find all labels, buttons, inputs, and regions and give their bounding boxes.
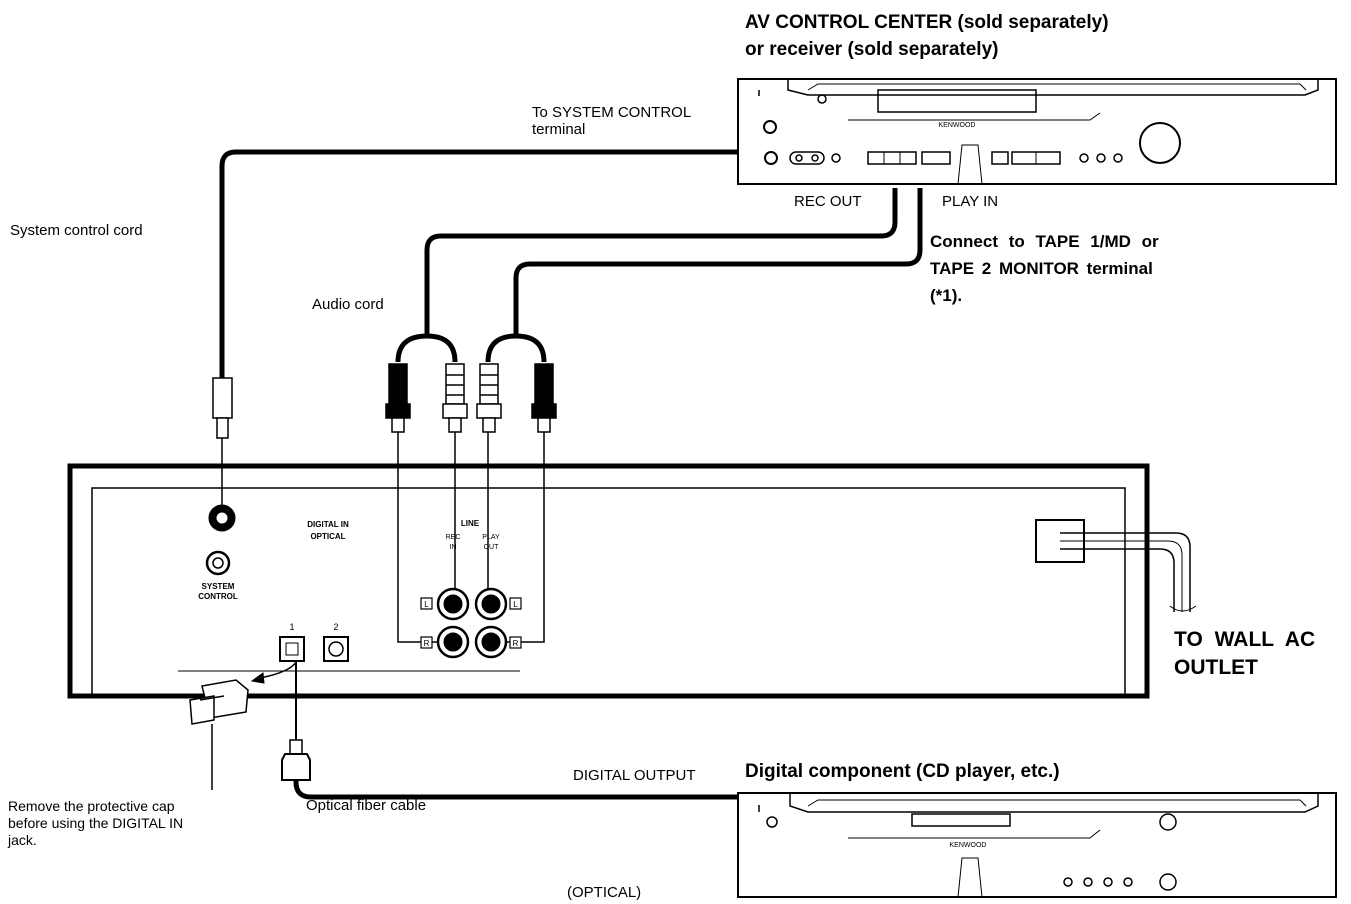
panel-jack-2: 2 [333,622,338,632]
connect-note-line1: Connect to TAPE 1/MD or [930,232,1159,251]
digital-output-label: DIGITAL OUTPUT [573,767,696,784]
protective-cap [189,679,249,790]
rca-plug-play-right [531,363,557,433]
av-receiver-unit [737,78,1337,185]
remove-cap-line2: before using the DIGITAL IN [8,815,184,831]
to-system-control-label-2: terminal [532,121,586,138]
panel-control: CONTROL [198,592,238,601]
power-cord [1035,519,1197,612]
optical-fiber-cable [281,660,738,800]
jack-label-r-1: R [424,639,430,648]
system-control-jacks [205,504,236,576]
panel-line: LINE [461,519,480,528]
receiver-brand: KENWOOD [939,122,976,129]
cd-brand: KENWOOD [950,842,987,849]
audio-cord [395,188,923,363]
digital-component-unit [737,792,1337,898]
audio-cord-label: Audio cord [312,296,384,313]
to-system-control-label-1: To SYSTEM CONTROL [532,104,692,121]
jack-label-l-1: L [424,600,429,609]
panel-system: SYSTEM [202,582,235,591]
remove-cap-line1: Remove the protective cap [8,798,175,814]
receiver-title-line2: or receiver (sold separately) [745,39,999,60]
cap-arrow [250,661,297,684]
connect-note-line2: TAPE 2 MONITOR terminal [930,259,1153,278]
panel-digital-in: DIGITAL IN [307,520,349,529]
to-wall-outlet-line1: TO WALL AC [1174,628,1316,651]
optical-label: (OPTICAL) [567,884,642,901]
rca-plug-play-left [476,363,502,433]
panel-jack-1: 1 [289,622,294,632]
panel-rec: REC [446,534,461,541]
system-control-cord-label: System control cord [10,222,143,239]
rca-plug-rec-right [442,363,468,433]
to-wall-outlet-line2: OUTLET [1174,656,1258,679]
optical-jacks [279,636,349,662]
system-control-cord [219,149,738,378]
rca-plug-rec-left [385,363,411,433]
panel-play: PLAY [482,534,500,541]
optical-fiber-cable-label: Optical fiber cable [306,797,427,814]
digital-component-title: Digital component (CD player, etc.) [745,761,1060,782]
panel-out: OUT [484,544,500,551]
line-jacks [420,587,522,659]
jack-label-r-2: R [513,639,519,648]
main-unit-rear-panel [67,463,1150,699]
panel-optical: OPTICAL [310,532,345,541]
panel-in: IN [450,544,457,551]
system-control-plug [212,377,233,439]
connect-note-line3: (*1). [930,286,963,305]
rec-out-label: REC OUT [794,193,862,210]
jack-label-l-2: L [513,600,518,609]
receiver-title-line1: AV CONTROL CENTER (sold separately) [745,12,1109,33]
play-in-label: PLAY IN [942,193,999,210]
remove-cap-line3: jack. [8,832,37,848]
